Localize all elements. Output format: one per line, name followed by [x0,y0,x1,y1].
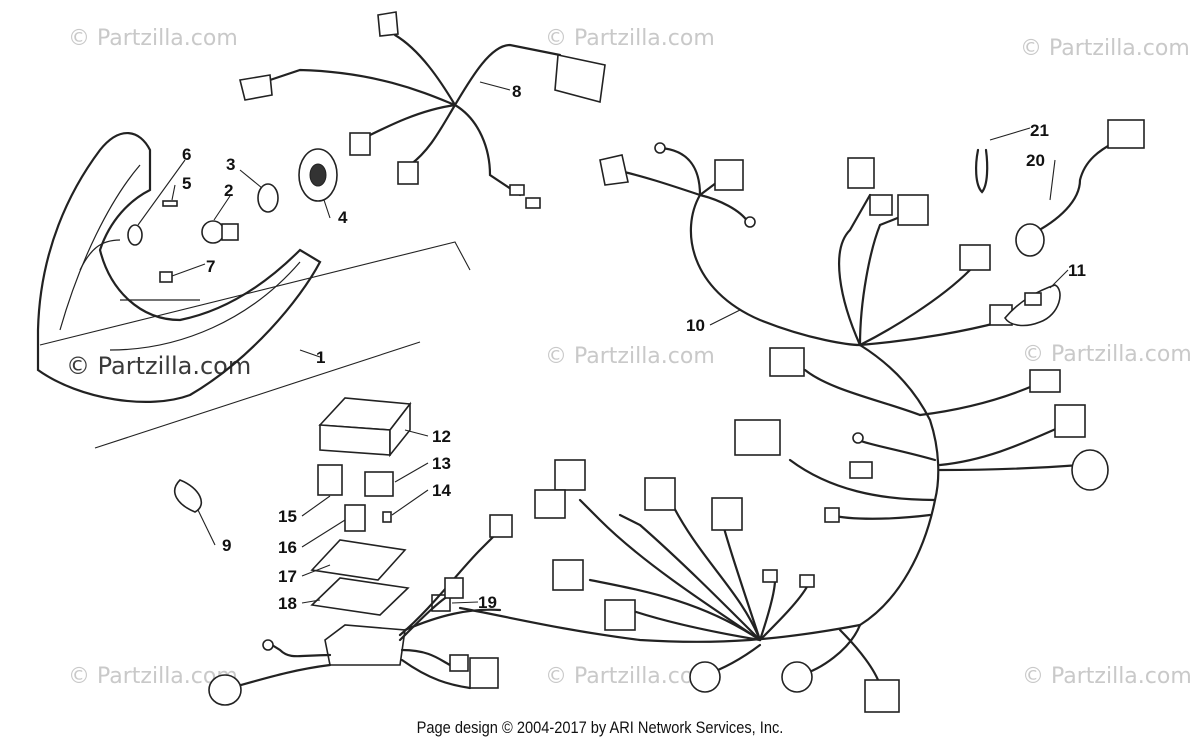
fuse-box-parts [174,397,451,616]
watermark: © Partzilla.com [545,664,715,689]
callout-labels: 1 2 3 4 5 6 7 8 9 10 11 12 13 14 15 16 1… [182,82,1086,613]
callout-label: 14 [432,481,451,500]
main-harness [458,142,1109,713]
watermark: © Partzilla.com [1020,36,1190,61]
callout-label: 21 [1030,121,1049,140]
callout-label: 10 [686,316,705,335]
callout-label: 20 [1026,151,1045,170]
callout-label: 4 [338,208,348,227]
callout-label: 3 [226,155,235,174]
callout-label: 16 [278,538,297,557]
callout-label: 19 [478,593,497,612]
callout-label: 8 [512,82,521,101]
leader-lines [137,81,1069,604]
watermark: © Partzilla.com [1022,342,1192,367]
callout-label: 1 [316,348,325,367]
bulb-parts [127,148,338,283]
watermark: © Partzilla.com [1022,664,1192,689]
callout-label: 13 [432,454,451,473]
footer-credit: Page design © 2004-2017 by ARI Network S… [416,718,784,737]
callout-label: 17 [278,567,297,586]
callout-label: 6 [182,145,191,164]
callout-label: 2 [224,181,233,200]
watermark: © Partzilla.com [545,26,715,51]
callout-label: 15 [278,507,297,526]
headlight-harness [239,11,606,209]
harness-20 [975,119,1145,327]
callout-label: 12 [432,427,451,446]
callout-label: 18 [278,594,297,613]
headlight-assembly [36,132,471,449]
callout-label: 7 [206,257,215,276]
callout-label: 11 [1068,261,1086,280]
watermark: © Partzilla.com [68,26,238,51]
watermark: © Partzilla.com [545,344,715,369]
callout-label: 9 [222,536,231,555]
callout-label: 5 [182,174,191,193]
fuse-box-harness [208,514,513,706]
